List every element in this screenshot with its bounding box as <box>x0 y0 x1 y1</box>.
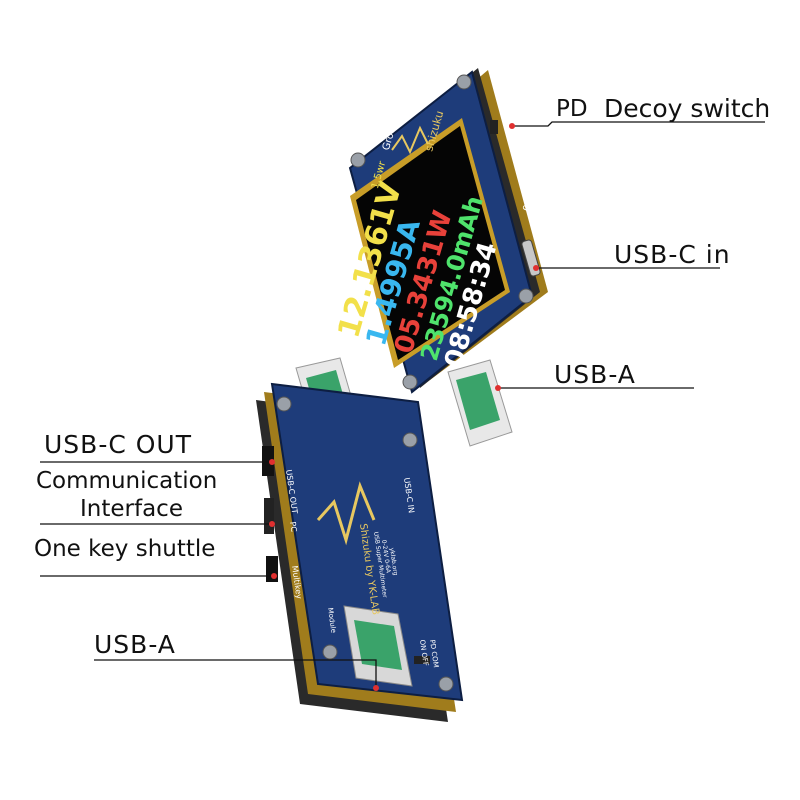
days-readout: 000 Days <box>522 164 546 212</box>
pd-com-switch <box>414 656 430 664</box>
callout-usb-c-out: USB-C OUT <box>44 430 192 459</box>
callout-dot <box>269 459 275 465</box>
board-back <box>270 382 464 702</box>
callout-usb-a-top: USB-A <box>554 360 636 389</box>
callout-interface: Interface <box>80 496 183 522</box>
silk-subtitle-3: yklab.org <box>388 547 399 576</box>
silk-pc: PC <box>288 521 298 533</box>
callout-one-key-shuttle: One key shuttle <box>34 536 216 562</box>
leader-pd-decoy <box>512 121 765 127</box>
screw <box>350 152 366 168</box>
callout-lines <box>40 121 765 688</box>
callout-pd: PD <box>556 96 588 122</box>
screw <box>438 676 454 692</box>
callout-dots <box>269 123 539 691</box>
callout-dot <box>533 265 539 271</box>
callout-dot <box>509 123 515 129</box>
screw <box>402 374 418 390</box>
screw <box>518 288 534 304</box>
communication-interface-port <box>264 498 274 534</box>
pd-decoy-switch <box>490 120 498 134</box>
callout-communication: Communication <box>36 468 218 494</box>
screw <box>456 74 472 90</box>
callout-dot <box>495 385 501 391</box>
screw <box>276 396 292 412</box>
callout-dot <box>269 521 275 527</box>
callout-usb-a-bottom: USB-A <box>94 630 176 659</box>
lcd-screen <box>356 126 505 360</box>
usb-a-receptacle-insert <box>354 620 402 670</box>
usb-a-plug-insert <box>456 372 500 430</box>
silk-module: Module <box>326 607 337 633</box>
callout-dot <box>271 573 277 579</box>
callout-dot <box>373 685 379 691</box>
silk-subtitle-2: 0-24V 0-6A <box>380 539 392 574</box>
leader-usb-a-bottom <box>94 659 377 688</box>
silk-on-off: ON OFF <box>418 639 430 666</box>
screw <box>402 432 418 448</box>
usb-c-out-port <box>262 446 274 476</box>
callout-usb-c-in: USB-C in <box>614 240 731 269</box>
bottom-device <box>256 357 464 722</box>
logo-mark-back <box>316 481 376 546</box>
logo-mark <box>391 125 429 155</box>
callout-decoy-switch: Decoy switch <box>604 94 771 123</box>
top-device <box>348 68 548 447</box>
silk-pd-com: PD COM <box>428 639 440 668</box>
screw <box>322 644 338 660</box>
